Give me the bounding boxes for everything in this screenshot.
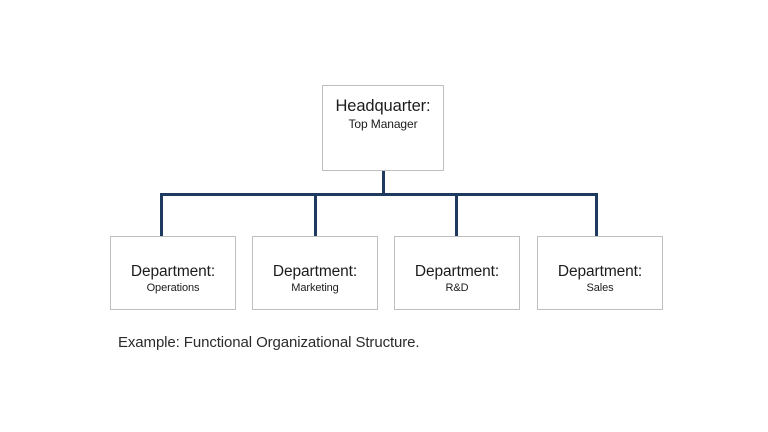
- connector-drop-rd: [455, 193, 458, 236]
- org-node-department-marketing[interactable]: Department: Marketing: [252, 236, 378, 310]
- org-node-subtitle: Top Manager: [348, 117, 418, 132]
- org-node-headquarter[interactable]: Headquarter: Top Manager: [322, 85, 444, 171]
- org-node-title: Department:: [272, 263, 358, 281]
- org-node-title: Headquarter:: [335, 97, 431, 115]
- connector-headquarter-stem: [382, 171, 385, 196]
- connector-horizontal-bus: [160, 193, 598, 196]
- org-node-department-sales[interactable]: Department: Sales: [537, 236, 663, 310]
- org-node-title: Department:: [414, 263, 500, 281]
- connector-drop-operations: [160, 193, 163, 236]
- org-node-title: Department:: [130, 263, 216, 281]
- org-node-subtitle: R&D: [445, 282, 469, 295]
- diagram-caption: Example: Functional Organizational Struc…: [118, 334, 420, 351]
- org-node-subtitle: Operations: [146, 282, 200, 295]
- org-node-title: Department:: [557, 263, 643, 281]
- org-node-subtitle: Marketing: [291, 282, 339, 295]
- connector-drop-sales: [595, 193, 598, 236]
- org-node-department-operations[interactable]: Department: Operations: [110, 236, 236, 310]
- org-node-subtitle: Sales: [586, 282, 614, 295]
- connector-drop-marketing: [314, 193, 317, 236]
- org-node-department-rd[interactable]: Department: R&D: [394, 236, 520, 310]
